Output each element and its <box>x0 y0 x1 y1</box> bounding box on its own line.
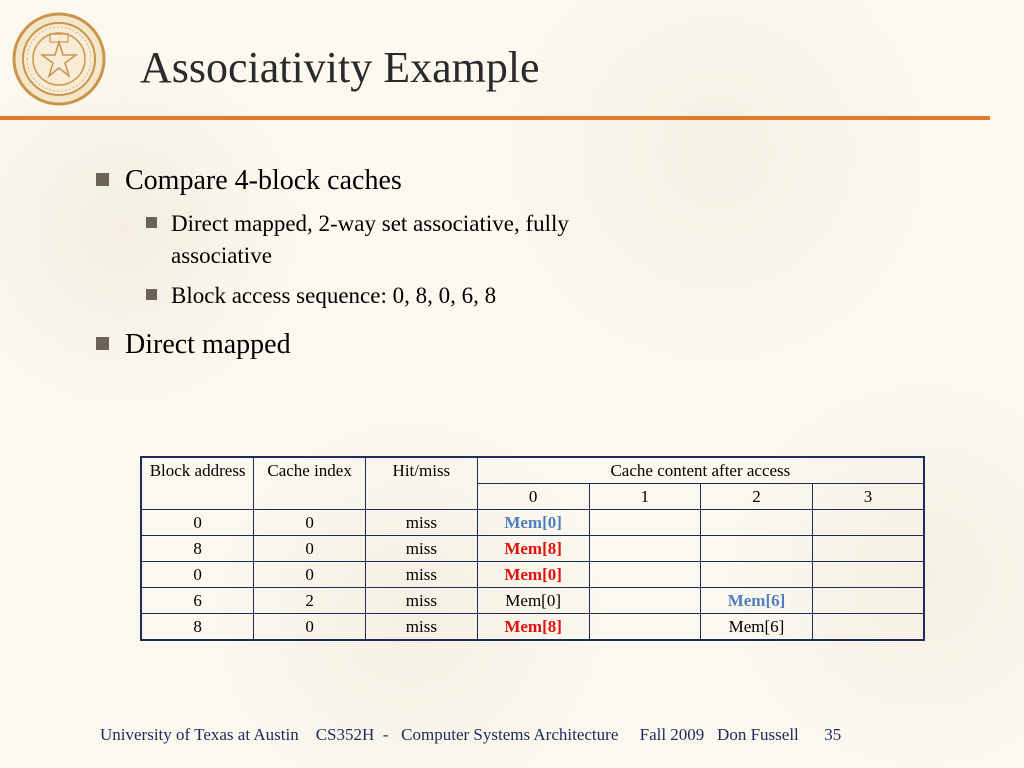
subbullet-access-sequence: Block access sequence: 0, 8, 0, 6, 8 <box>146 280 856 312</box>
header-col-0: 0 <box>476 483 590 510</box>
cell-block-address: 0 <box>140 509 255 536</box>
cell-content-2 <box>700 509 813 536</box>
table-row: 6 2 miss Mem[0] Mem[6] <box>140 587 925 614</box>
cell-content-1 <box>588 509 702 536</box>
cell-content-2 <box>700 561 813 588</box>
cell-content-3 <box>811 509 925 536</box>
cell-content-1 <box>588 587 702 614</box>
cell-content-1 <box>588 535 702 562</box>
cache-access-table: Block address Cache index Hit/miss Cache… <box>140 456 925 641</box>
header-col-2: 2 <box>700 483 813 510</box>
cell-content-0: Mem[8] <box>476 613 590 641</box>
cell-content-0: Mem[8] <box>476 535 590 562</box>
cell-hit-miss: miss <box>364 561 478 588</box>
cell-content-2 <box>700 535 813 562</box>
header-cache-content: Cache content after access <box>476 456 925 484</box>
bullet-list: Compare 4-block caches Direct mapped, 2-… <box>96 162 856 372</box>
university-seal-icon <box>12 12 106 106</box>
slide-footer: University of Texas at Austin CS352H - C… <box>100 725 842 744</box>
square-bullet-icon <box>146 217 157 228</box>
bullet-compare-caches: Compare 4-block caches <box>96 162 856 200</box>
square-bullet-icon <box>146 289 157 300</box>
cell-hit-miss: miss <box>364 535 478 562</box>
header-hit-miss: Hit/miss <box>364 456 478 510</box>
cell-hit-miss: miss <box>364 613 478 641</box>
cell-block-address: 6 <box>140 587 255 614</box>
subbullet-cache-types: Direct mapped, 2-way set associative, fu… <box>146 208 856 272</box>
cell-cache-index: 0 <box>253 509 366 536</box>
square-bullet-icon <box>96 337 109 350</box>
slide-title: Associativity Example <box>140 43 540 92</box>
title-divider <box>0 116 990 120</box>
cell-block-address: 8 <box>140 613 255 641</box>
cell-content-3 <box>811 535 925 562</box>
cell-content-0: Mem[0] <box>476 561 590 588</box>
cell-content-3 <box>811 613 925 641</box>
header-col-3: 3 <box>811 483 925 510</box>
cell-cache-index: 2 <box>253 587 366 614</box>
cell-hit-miss: miss <box>364 509 478 536</box>
cell-cache-index: 0 <box>253 561 366 588</box>
cell-content-1 <box>588 561 702 588</box>
cell-content-3 <box>811 587 925 614</box>
cell-cache-index: 0 <box>253 535 366 562</box>
cell-block-address: 8 <box>140 535 255 562</box>
header-col-1: 1 <box>588 483 702 510</box>
cell-content-0: Mem[0] <box>476 509 590 536</box>
cell-content-3 <box>811 561 925 588</box>
header-cache-index: Cache index <box>253 456 366 510</box>
subbullet-text: Direct mapped, 2-way set associative, fu… <box>171 211 569 268</box>
cell-block-address: 0 <box>140 561 255 588</box>
table-row: 0 0 miss Mem[0] <box>140 561 925 588</box>
subbullet-text: Block access sequence: 0, 8, 0, 6, 8 <box>171 283 497 308</box>
bullet-direct-mapped: Direct mapped <box>96 326 856 364</box>
header-block-address: Block address <box>140 456 255 510</box>
table-row: 8 0 miss Mem[8] Mem[6] <box>140 613 925 641</box>
bullet-text: Direct mapped <box>125 329 291 360</box>
square-bullet-icon <box>96 173 109 186</box>
cell-content-1 <box>588 613 702 641</box>
cell-cache-index: 0 <box>253 613 366 641</box>
table-row: 0 0 miss Mem[0] <box>140 509 925 536</box>
cell-content-2: Mem[6] <box>700 613 813 641</box>
bullet-text: Compare 4-block caches <box>125 165 402 196</box>
table-row: 8 0 miss Mem[8] <box>140 535 925 562</box>
table-header-row: Block address Cache index Hit/miss Cache… <box>140 456 925 510</box>
cell-hit-miss: miss <box>364 587 478 614</box>
cell-content-0: Mem[0] <box>476 587 590 614</box>
cell-content-2: Mem[6] <box>700 587 813 614</box>
